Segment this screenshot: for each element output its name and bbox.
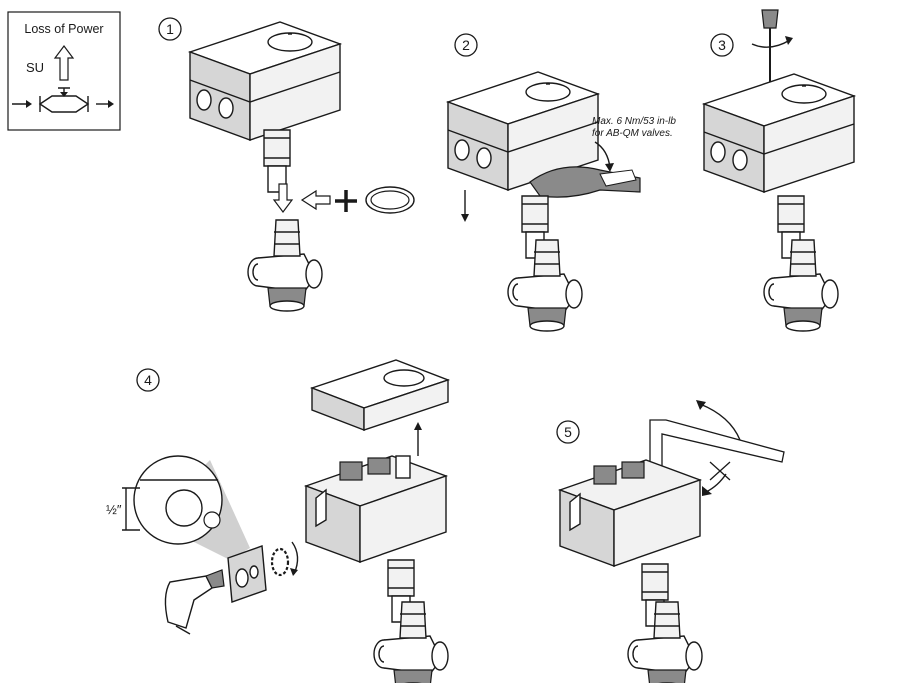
circled-number-icon: 3 (710, 33, 734, 57)
step-3: 3 (703, 9, 855, 332)
rotation-arrow-icon (594, 141, 614, 172)
step-number: 2 (462, 37, 470, 53)
o-ring-icon (365, 186, 415, 214)
torque-note-line-1: Max. 6 Nm/53 in-lb (592, 116, 676, 127)
actuator-icon (703, 73, 855, 193)
valve-symbol-icon (12, 87, 114, 113)
step-1: 1 (158, 17, 415, 312)
cover-icon (309, 359, 451, 432)
arrow-left-icon (300, 189, 331, 211)
step-number: 3 (718, 37, 726, 53)
circled-number-icon: 5 (556, 420, 580, 444)
valve-icon (247, 219, 323, 312)
valve-icon (373, 601, 449, 683)
actuator-icon (189, 21, 341, 141)
dimension-marker (122, 487, 140, 531)
rotation-arrow-icon (696, 400, 741, 496)
panel-plate-icon (227, 545, 267, 603)
step-2: 2 Max. 6 Nm/53 in-lb for AB-QM valves. (447, 33, 676, 332)
arrow-up-icon (414, 422, 422, 456)
rotation-arrow-icon (751, 36, 793, 48)
arrow-up-icon (53, 45, 75, 81)
open-actuator-icon (303, 455, 449, 564)
dimension-label: ½″ (106, 502, 122, 517)
cable-gland-icon (164, 569, 225, 635)
coupling-icon (263, 129, 291, 193)
hex-key-icon (649, 419, 785, 471)
step-5: 5 (556, 400, 785, 683)
step-number: 4 (144, 372, 152, 388)
circled-number-icon: 1 (158, 17, 182, 41)
wrench-icon (529, 166, 641, 198)
screwdriver-icon (761, 9, 779, 92)
plus-sign-icon (335, 190, 357, 212)
valve-icon (627, 601, 703, 683)
valve-icon (507, 239, 583, 332)
circled-number-icon: 2 (454, 33, 478, 57)
step-4: 4 ½″ (106, 359, 451, 683)
valve-icon (763, 239, 839, 332)
step-number: 5 (564, 424, 572, 440)
circled-number-icon: 4 (136, 368, 160, 392)
lock-nut-icon (270, 547, 290, 577)
arrow-down-icon (272, 183, 294, 213)
magnifier-detail (133, 455, 223, 545)
legend-title: Loss of Power (24, 22, 103, 36)
rotation-arrow-icon (290, 541, 299, 576)
legend-su-label: SU (26, 60, 44, 75)
arrow-down-icon (461, 190, 469, 222)
torque-note-line-2: for AB-QM valves. (592, 128, 673, 139)
step-number: 1 (166, 21, 174, 37)
open-actuator-icon (557, 459, 703, 568)
loss-of-power-legend: Loss of Power SU (7, 11, 121, 131)
